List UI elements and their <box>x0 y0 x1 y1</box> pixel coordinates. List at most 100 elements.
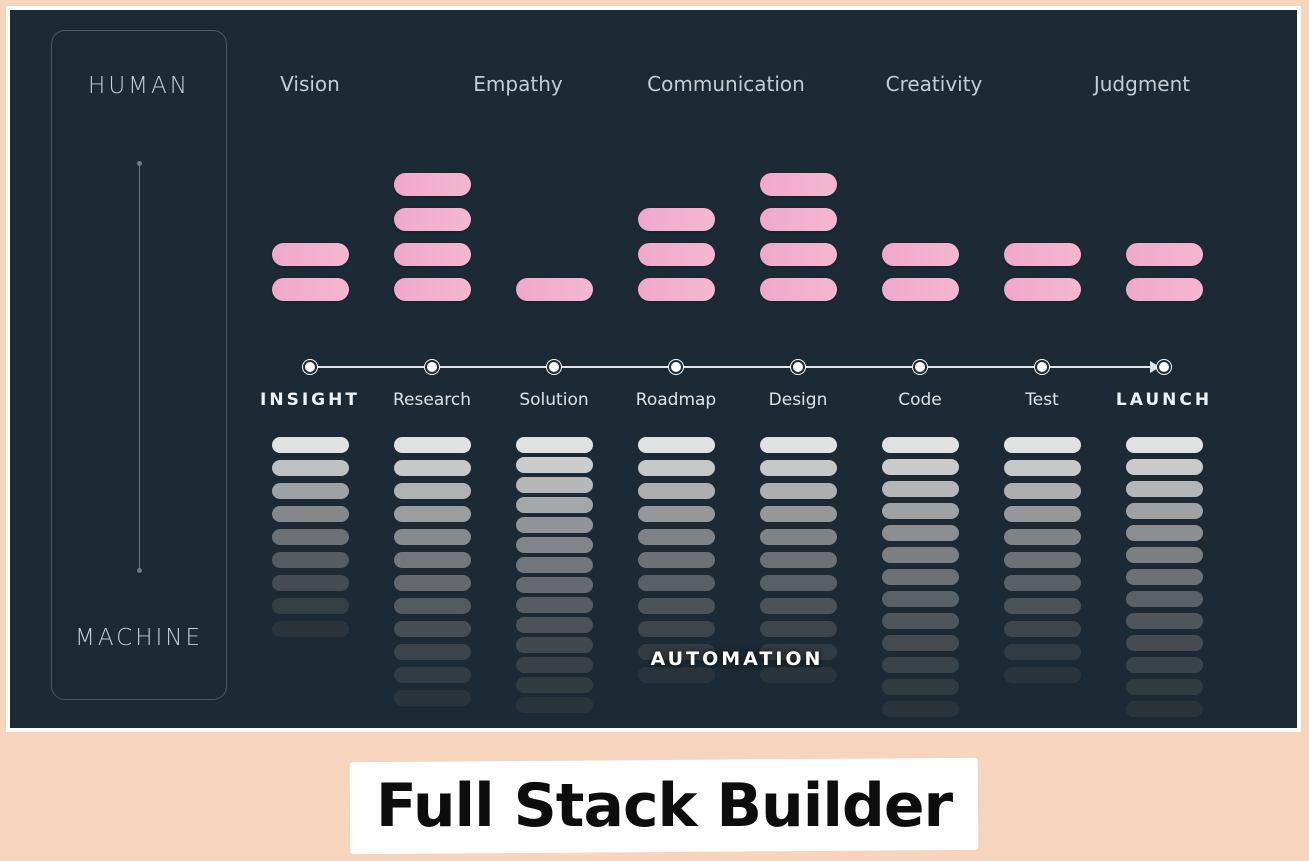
automation-bar <box>760 460 837 476</box>
automation-bar <box>760 506 837 522</box>
automation-bar <box>1004 667 1081 683</box>
human-bar <box>638 278 715 301</box>
automation-bar <box>882 459 959 475</box>
automation-bar <box>760 483 837 499</box>
timeline-dot <box>791 360 805 374</box>
timeline-dot <box>547 360 561 374</box>
automation-bar <box>638 575 715 591</box>
automation-bar <box>394 483 471 499</box>
automation-bar <box>516 517 593 533</box>
automation-bar <box>638 460 715 476</box>
automation-bar <box>394 460 471 476</box>
automation-bar <box>272 621 349 637</box>
automation-bar <box>394 437 471 453</box>
human-bar <box>760 243 837 266</box>
automation-bar <box>638 529 715 545</box>
automation-bar <box>882 525 959 541</box>
automation-bar <box>272 460 349 476</box>
automation-bar <box>516 497 593 513</box>
stage-test: Test <box>1025 390 1059 410</box>
automation-bar <box>272 506 349 522</box>
timeline-arrow-icon <box>1150 361 1160 373</box>
slide-frame: HUMAN MACHINE Vision Empathy Communicati… <box>6 6 1301 732</box>
automation-bar <box>1126 481 1203 497</box>
human-bar <box>760 208 837 231</box>
automation-label: AUTOMATION <box>650 648 824 670</box>
human-bar <box>760 278 837 301</box>
timeline-dot <box>1035 360 1049 374</box>
skill-judgment: Judgment <box>1093 72 1191 96</box>
automation-bar <box>638 644 715 660</box>
automation-bar <box>516 597 593 613</box>
automation-bar <box>516 437 593 453</box>
automation-bar <box>1126 569 1203 585</box>
automation-bar <box>638 598 715 614</box>
automation-bar <box>516 617 593 633</box>
axis-top-label: HUMAN <box>88 73 190 99</box>
automation-bar <box>882 657 959 673</box>
stage-design: Design <box>768 390 828 410</box>
automation-bar <box>394 667 471 683</box>
automation-bar <box>516 577 593 593</box>
automation-bar <box>516 697 593 713</box>
automation-bar <box>1126 547 1203 563</box>
automation-bar <box>394 644 471 660</box>
stage-solution: Solution <box>519 390 589 410</box>
automation-bar <box>760 575 837 591</box>
skill-communication: Communication <box>647 72 805 96</box>
human-bar <box>760 173 837 196</box>
automation-bar <box>1004 529 1081 545</box>
caption-title: Full Stack Builder <box>375 771 953 841</box>
skill-empathy: Empathy <box>473 72 563 96</box>
axis-arrow <box>137 161 142 573</box>
automation-bar <box>882 547 959 563</box>
automation-bar <box>1126 459 1203 475</box>
human-bar <box>394 243 471 266</box>
timeline-dot <box>1157 360 1171 374</box>
automation-bar <box>882 701 959 717</box>
automation-bar <box>394 598 471 614</box>
automation-bar <box>394 690 471 706</box>
automation-bar <box>1126 679 1203 695</box>
human-bar <box>1126 278 1203 301</box>
automation-bar <box>760 667 837 683</box>
timeline-dot <box>669 360 683 374</box>
automation-bar <box>638 552 715 568</box>
human-bar <box>394 208 471 231</box>
stage-roadmap: Roadmap <box>635 390 717 410</box>
automation-bar <box>272 552 349 568</box>
automation-bar <box>516 657 593 673</box>
automation-bar <box>882 591 959 607</box>
stage-code: Code <box>898 390 942 410</box>
automation-bar <box>516 477 593 493</box>
automation-bar <box>1004 460 1081 476</box>
automation-bar <box>272 437 349 453</box>
stage-launch: LAUNCH <box>1115 390 1213 410</box>
skill-vision: Vision <box>280 72 340 96</box>
human-bar <box>1004 278 1081 301</box>
skill-creativity: Creativity <box>885 72 983 96</box>
human-bar <box>882 278 959 301</box>
axis-bottom-label: MACHINE <box>74 625 204 651</box>
automation-bar <box>1004 437 1081 453</box>
automation-bar <box>760 644 837 660</box>
automation-bar <box>1004 506 1081 522</box>
automation-bar <box>1004 644 1081 660</box>
human-bar <box>272 278 349 301</box>
automation-bar <box>394 552 471 568</box>
timeline-dot <box>303 360 317 374</box>
automation-bar <box>638 437 715 453</box>
automation-bar <box>272 529 349 545</box>
human-bar <box>1004 243 1081 266</box>
automation-bar <box>882 635 959 651</box>
automation-bar <box>1004 552 1081 568</box>
timeline-dot <box>913 360 927 374</box>
automation-bar <box>272 483 349 499</box>
automation-bar <box>1126 701 1203 717</box>
stage-research: Research <box>393 390 471 410</box>
automation-bar <box>1126 591 1203 607</box>
human-bar <box>638 208 715 231</box>
automation-bar <box>1126 613 1203 629</box>
automation-bar <box>1004 575 1081 591</box>
automation-bar <box>1004 483 1081 499</box>
